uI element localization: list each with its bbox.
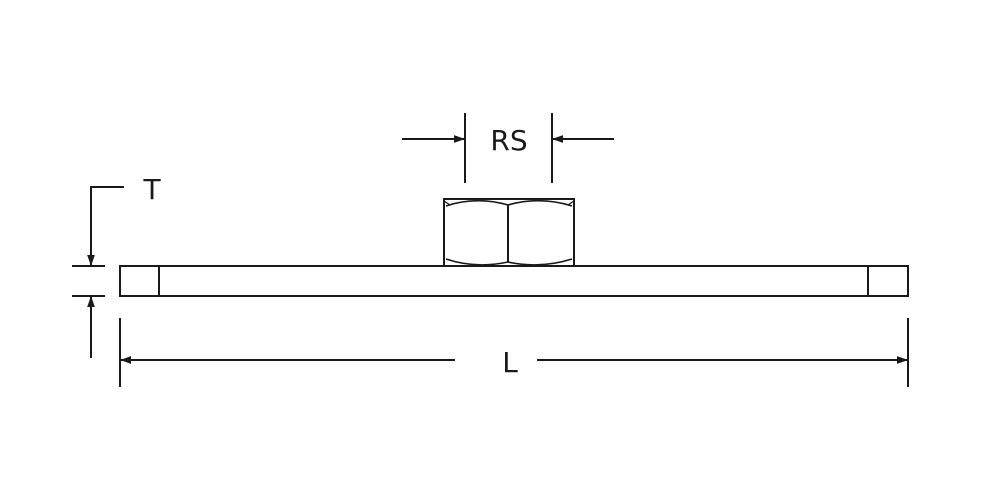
- rs-label: RS: [490, 124, 527, 157]
- t-label: T: [142, 173, 161, 206]
- l-label: L: [502, 346, 518, 379]
- rs-dimension: [402, 113, 614, 183]
- hex-nut: [443, 198, 575, 267]
- t-dimension: [72, 186, 124, 358]
- threaded-rod: [119, 265, 909, 297]
- l-dimension: [119, 318, 909, 387]
